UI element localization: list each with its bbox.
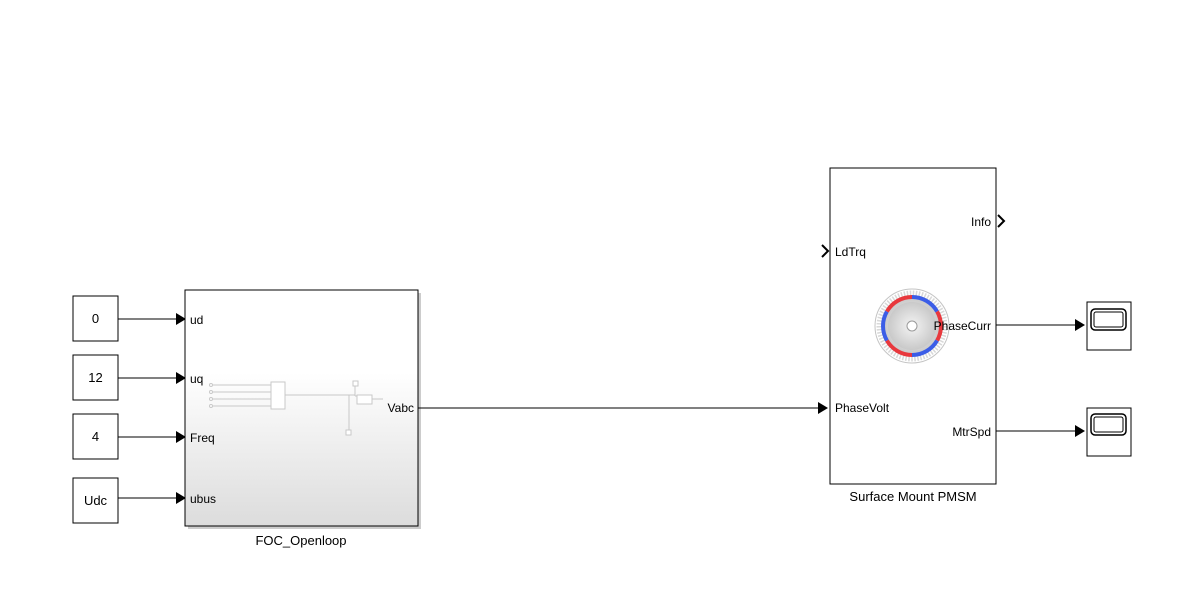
port-phasecurr: PhaseCurr (934, 319, 991, 333)
signal-line-vabc[interactable] (418, 402, 828, 414)
port-vabc: Vabc (388, 401, 414, 415)
port-ud: ud (190, 313, 203, 327)
constant-value: 12 (88, 370, 102, 385)
constant-block-4[interactable]: 4 (72, 413, 119, 460)
port-phasevolt: PhaseVolt (835, 401, 890, 415)
scope-icon (1090, 308, 1127, 331)
scope-block-mtrspd[interactable] (1086, 407, 1132, 457)
port-ubus: ubus (190, 492, 216, 506)
constant-block-udc[interactable]: Udc (72, 477, 119, 524)
port-mtrspd: MtrSpd (952, 425, 991, 439)
info-port-chevron (997, 214, 1006, 228)
constant-value: 0 (92, 311, 99, 326)
signal-line-uq[interactable] (118, 372, 186, 384)
subsystem-preview (209, 380, 383, 436)
signal-line-ud[interactable] (118, 313, 186, 325)
scope-block-phasecurr[interactable] (1086, 301, 1132, 351)
foc-block-caption: FOC_Openloop (255, 533, 346, 548)
constant-value: Udc (84, 493, 108, 508)
port-info: Info (971, 215, 991, 229)
signal-line-freq[interactable] (118, 431, 186, 443)
port-freq: Freq (190, 431, 215, 445)
motor-icon (874, 288, 950, 364)
scope-icon (1090, 413, 1127, 436)
foc-openloop-block[interactable]: ud uq Freq ubus Vabc (184, 289, 421, 529)
pmsm-block[interactable]: LdTrq Info PhaseCurr PhaseVolt MtrSpd (821, 167, 1006, 485)
ldtrq-port-chevron (821, 244, 830, 258)
port-ldtrq: LdTrq (835, 245, 866, 259)
constant-block-12[interactable]: 12 (72, 354, 119, 401)
constant-block-0[interactable]: 0 (72, 295, 119, 342)
signal-line-phasecurr[interactable] (996, 319, 1085, 331)
signal-line-ubus[interactable] (118, 492, 186, 504)
signal-line-mtrspd[interactable] (996, 425, 1085, 437)
pmsm-block-caption: Surface Mount PMSM (849, 489, 976, 504)
port-uq: uq (190, 372, 203, 386)
constant-value: 4 (92, 429, 99, 444)
